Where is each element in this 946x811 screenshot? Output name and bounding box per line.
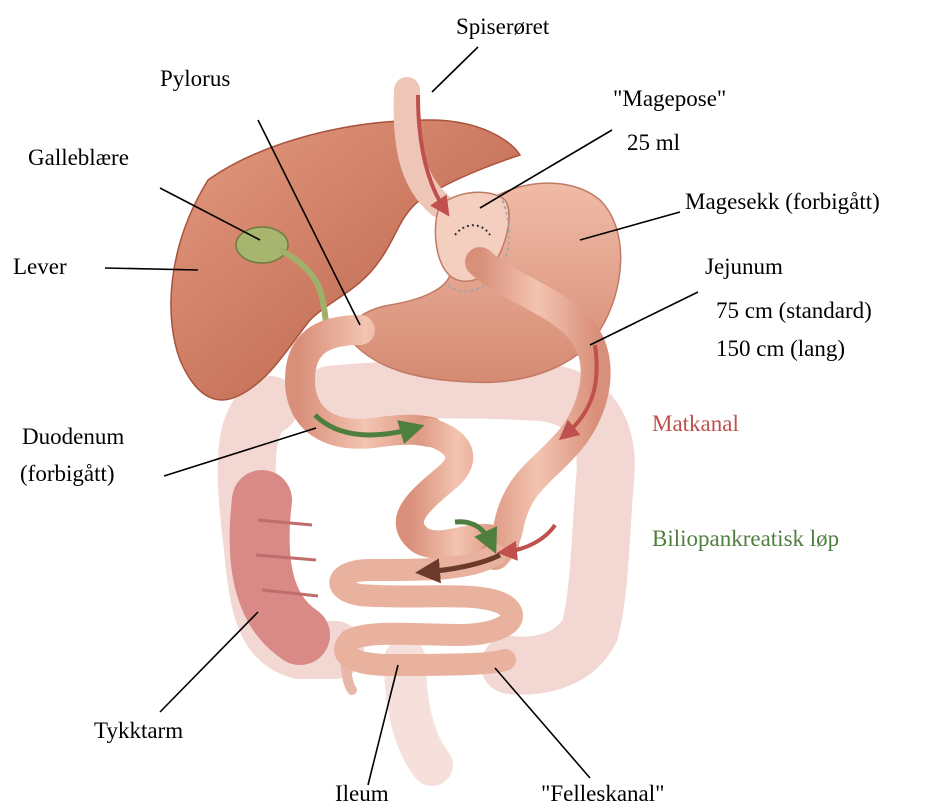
biliopancreatic-limb-shape <box>410 432 505 545</box>
label-felleskanal: "Felleskanal" <box>541 779 665 809</box>
label-galleblaere: Galleblære <box>28 143 129 173</box>
label-magesekk: Magesekk (forbigått) <box>685 187 880 217</box>
legend-biliopankreatisk: Biliopankreatisk løp <box>652 524 839 554</box>
label-magepose-title: "Magepose" <box>613 84 726 114</box>
label-tykktarm: Tykktarm <box>94 716 183 746</box>
label-lever: Lever <box>13 252 67 282</box>
label-spiseroret: Spiserøret <box>456 12 549 42</box>
label-jejunum-title: Jejunum <box>705 252 783 282</box>
label-duodenum-note: (forbigått) <box>20 459 115 489</box>
label-jejunum-long: 150 cm (lang) <box>716 334 845 364</box>
legend-matkanal: Matkanal <box>652 409 739 439</box>
leader-tykktarm <box>160 612 258 712</box>
label-pylorus: Pylorus <box>160 64 230 94</box>
label-ileum: Ileum <box>335 779 389 809</box>
label-jejunum-standard: 75 cm (standard) <box>716 296 872 326</box>
label-magepose-volume: 25 ml <box>627 128 680 158</box>
leader-spiseroret <box>432 47 478 92</box>
label-duodenum-title: Duodenum <box>22 422 124 452</box>
